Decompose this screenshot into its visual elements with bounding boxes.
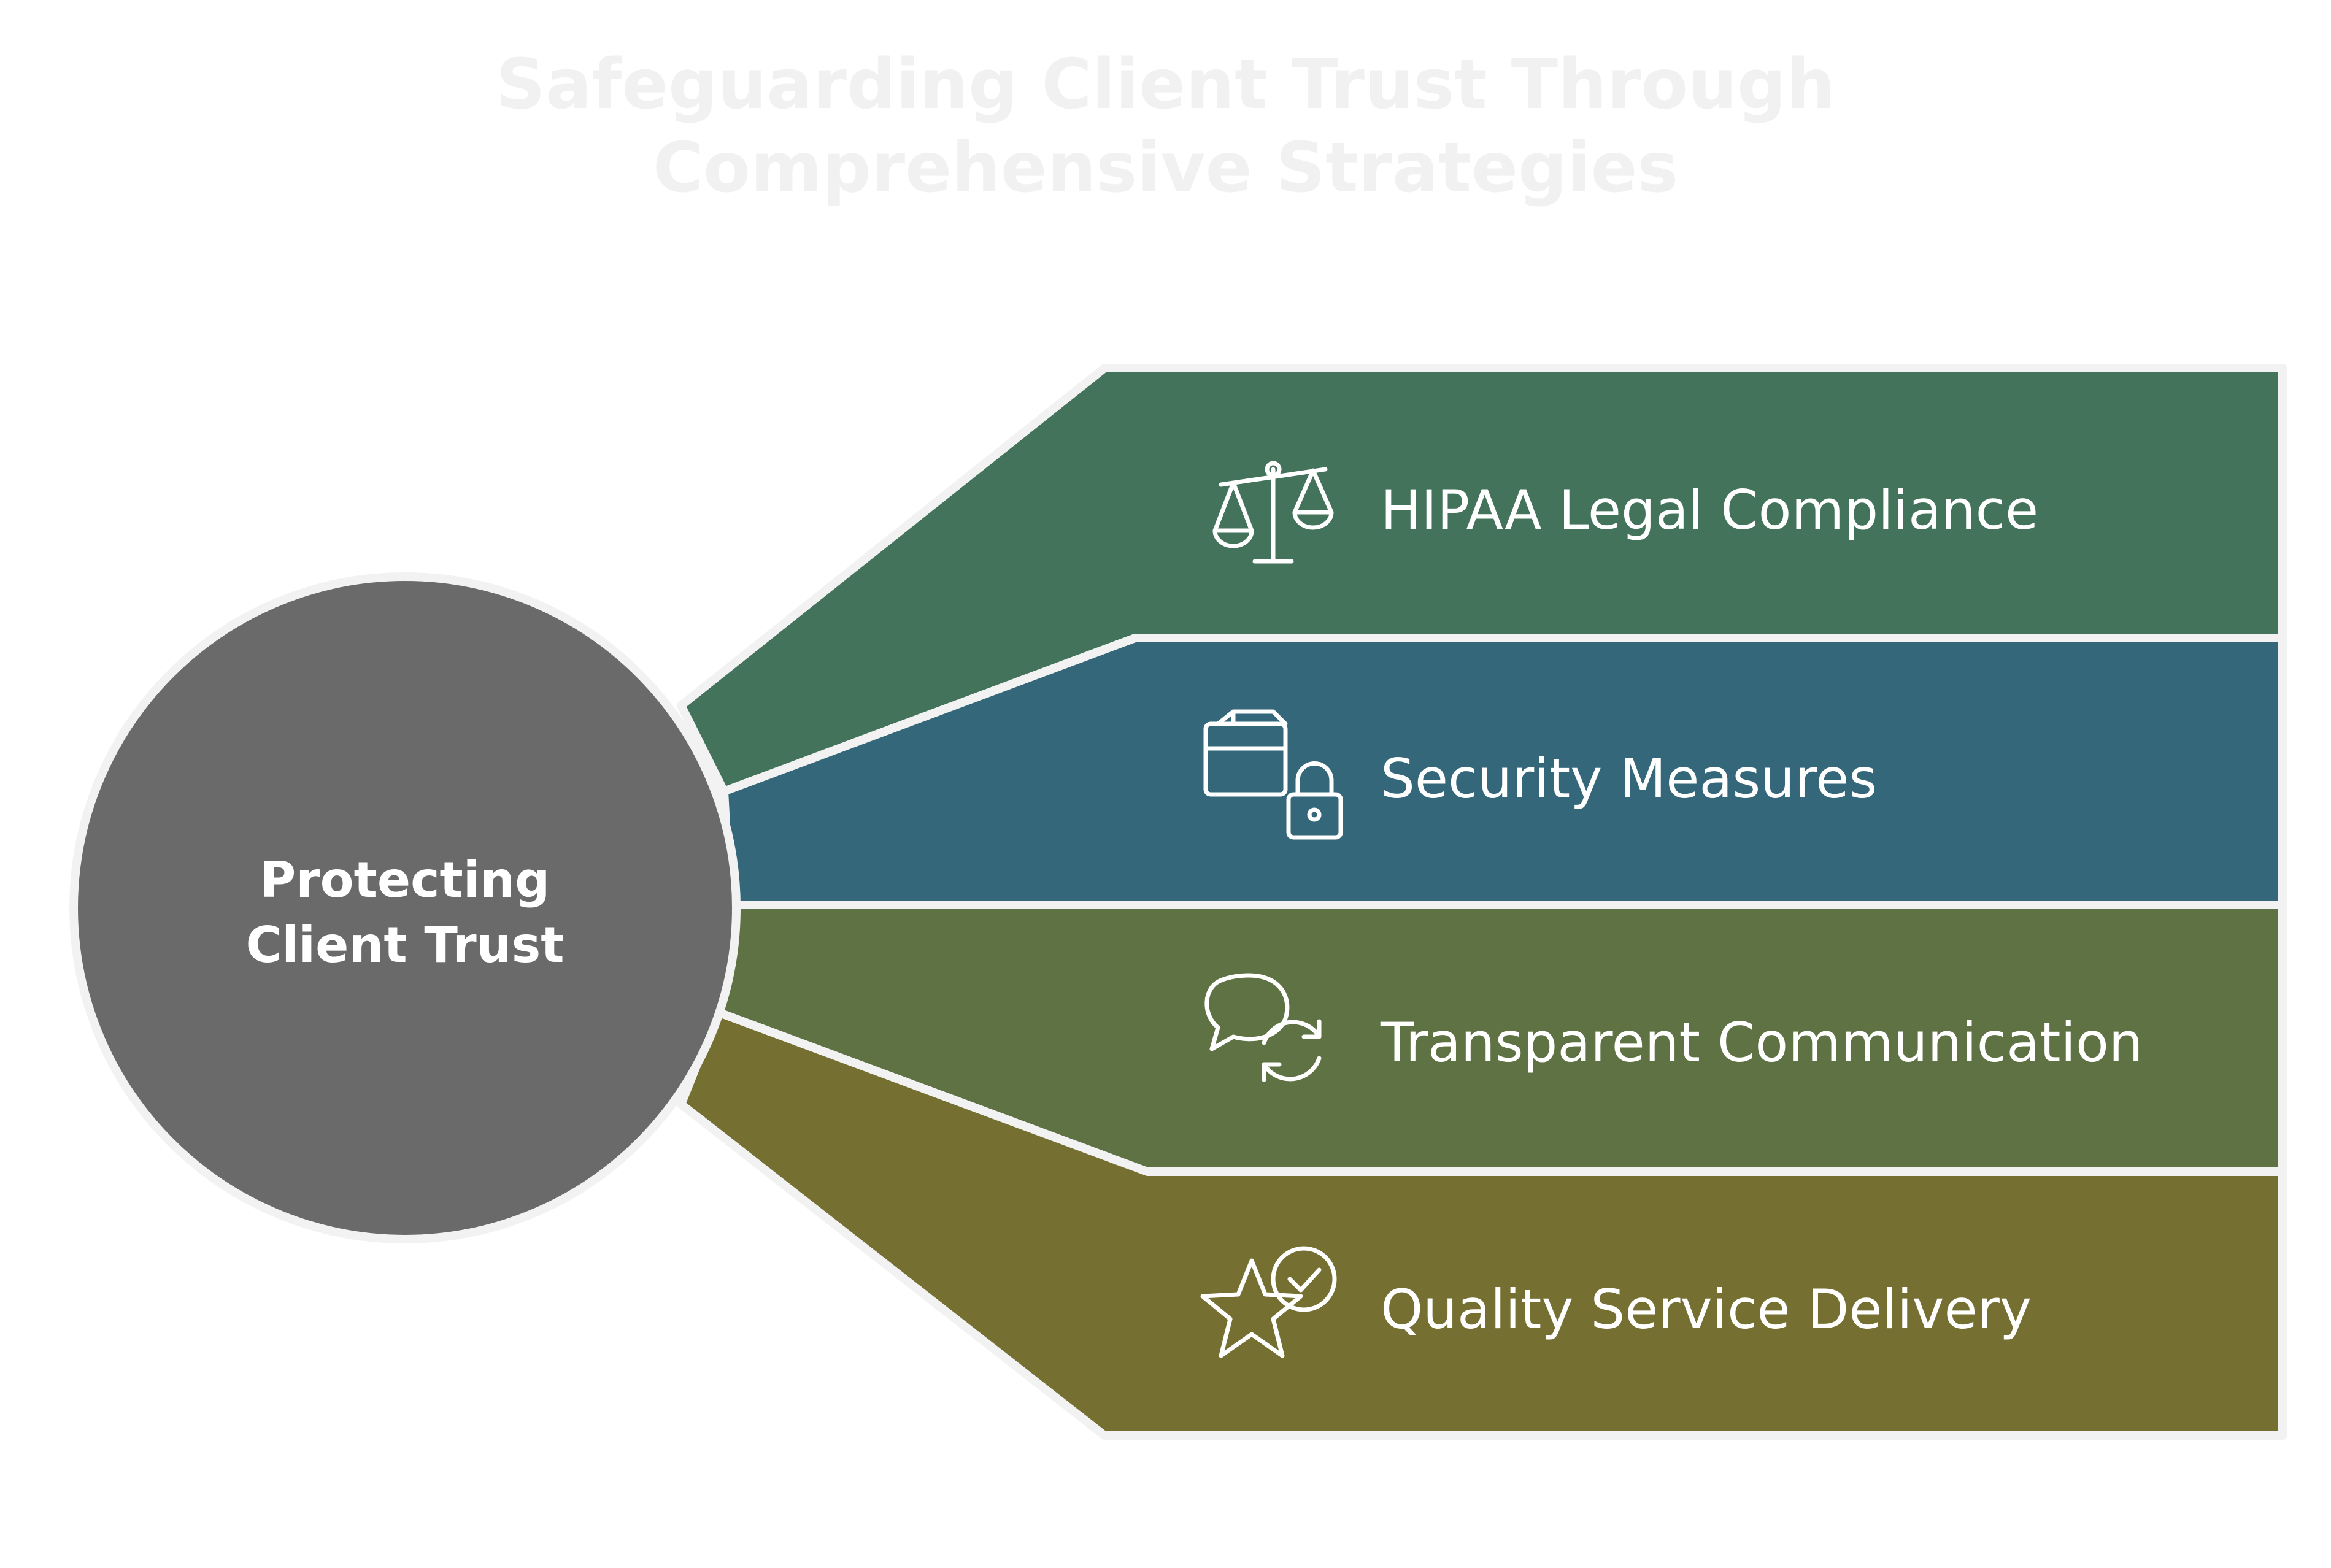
title-line-2: Comprehensive Strategies [652,128,1679,208]
branch-band-quality [677,1008,2287,1440]
center-label-line-2: Client Trust [246,917,564,974]
center-label-line-1: Protecting [260,851,550,909]
scales-icon [1212,461,1334,564]
title-line-1: Safeguarding Client Trust Through [496,45,1835,125]
branch-label-hipaa: HIPAA Legal Compliance [1381,478,2038,542]
branch-label-communication: Transparent Communication [1380,1011,2143,1074]
center-circle [69,572,741,1243]
star-check-icon [1200,1246,1337,1358]
box-lock-icon [1203,709,1343,840]
branch-label-quality: Quality Service Delivery [1381,1278,2032,1341]
chat-refresh-icon [1204,973,1322,1082]
diagram-title: Safeguarding Client Trust Through Compre… [0,43,2331,210]
branch-label-security: Security Measures [1381,747,1877,810]
